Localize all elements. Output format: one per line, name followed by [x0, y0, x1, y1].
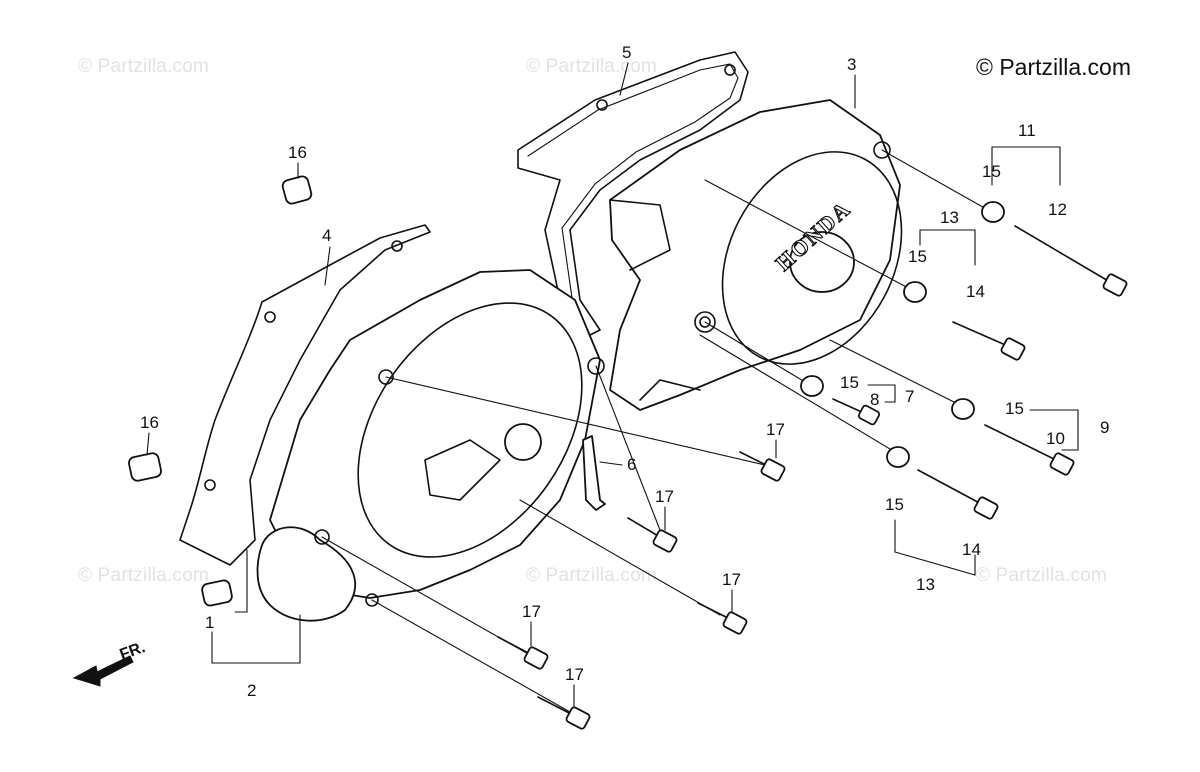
gasket-rear	[517, 51, 749, 336]
callout-label: 14	[962, 540, 981, 559]
dowel-pin	[201, 579, 233, 607]
callout-label: 6	[627, 455, 636, 474]
gasket-hole	[391, 240, 403, 252]
collars	[800, 201, 1005, 468]
callout-label: 12	[1048, 200, 1067, 219]
callout-label: 15	[982, 162, 1001, 181]
callout-label: 16	[140, 413, 159, 432]
cover-cap	[256, 526, 356, 622]
callout-label: 4	[322, 226, 331, 245]
left-crankcase-cover	[609, 99, 901, 411]
callout-label: 15	[885, 495, 904, 514]
callout-label: 2	[247, 681, 256, 700]
front-cover	[269, 269, 601, 599]
cable-clamp	[582, 435, 606, 511]
bolt-boss	[314, 529, 330, 545]
callout-numbers: 1 2 3 4 5 6 7 8 9 10 11 12 13 14 15 15 1…	[140, 43, 1109, 700]
callout-label: 17	[655, 487, 674, 506]
callout-label: 17	[522, 602, 541, 621]
callout-label: 16	[288, 143, 307, 162]
watermark: © Partzilla.com	[78, 565, 210, 586]
front-direction-arrow: FR.	[72, 639, 148, 687]
front-cover-hub	[504, 423, 542, 461]
callout-label: 8	[870, 390, 879, 409]
front-cover-rib	[424, 439, 501, 501]
copyright-notice: © Partzilla.com	[976, 54, 1131, 80]
gasket-rear-inner	[527, 63, 739, 299]
watermark: © Partzilla.com	[976, 565, 1108, 586]
callout-label: 1	[205, 613, 214, 632]
callout-label: 17	[766, 420, 785, 439]
explosion-lines	[321, 149, 989, 713]
callout-label: 15	[908, 247, 927, 266]
callout-brackets	[211, 146, 1079, 664]
bolt-boss	[873, 141, 891, 159]
callout-label: 15	[1005, 399, 1024, 418]
callout-label: 7	[905, 387, 914, 406]
callout-label: 5	[622, 43, 631, 62]
cover-flange	[639, 379, 701, 401]
callout-label: 3	[847, 55, 856, 74]
callout-label: 9	[1100, 418, 1109, 437]
callout-label: 17	[565, 665, 584, 684]
callout-label: 17	[722, 570, 741, 589]
gasket-hole	[264, 311, 276, 323]
bolt-boss	[365, 593, 379, 607]
callout-label: 13	[940, 208, 959, 227]
callout-label: 11	[1018, 121, 1036, 140]
leader-lines	[146, 62, 856, 707]
bolt-boss	[378, 369, 394, 385]
callout-label: 10	[1046, 429, 1065, 448]
callout-label: 14	[966, 282, 985, 301]
dowel-pin	[281, 175, 313, 205]
flange-bolts	[497, 225, 1128, 730]
cover-hub	[789, 231, 855, 293]
gasket-hole	[204, 479, 216, 491]
gasket-hole	[596, 99, 608, 111]
callout-label: 13	[916, 575, 935, 594]
watermark: © Partzilla.com	[526, 56, 658, 77]
cover-dome	[721, 151, 903, 365]
callout-label: 15	[840, 373, 859, 392]
cover-flange	[609, 199, 671, 271]
gasket-hole	[724, 64, 736, 76]
gasket-front	[179, 224, 431, 566]
watermark: © Partzilla.com	[526, 565, 658, 586]
bolt-boss	[694, 311, 716, 333]
dowel-pin	[128, 452, 162, 482]
bolt-boss-hole	[699, 316, 711, 328]
fr-label: FR.	[118, 639, 148, 664]
watermark: © Partzilla.com	[78, 56, 210, 77]
bolt-boss	[587, 357, 605, 375]
